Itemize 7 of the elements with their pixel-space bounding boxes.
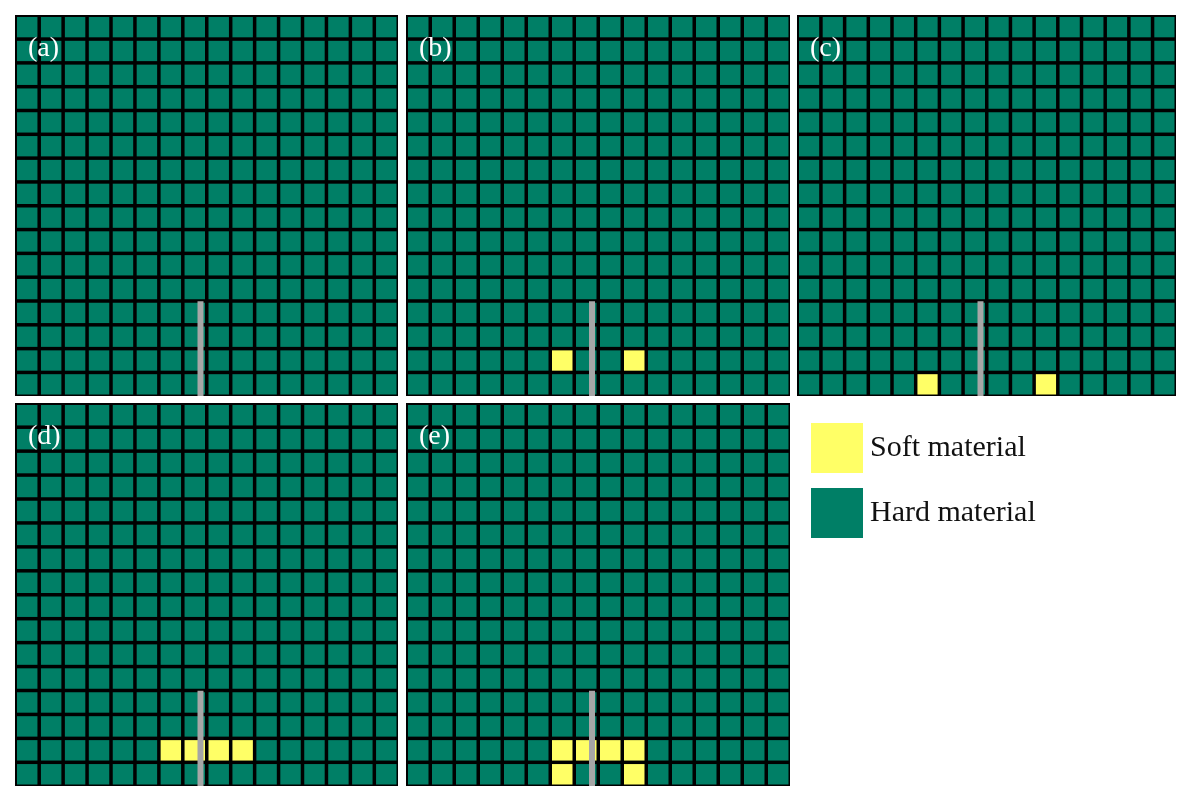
panel-label: (d) [28,421,61,449]
legend-label: Hard material [870,495,1036,527]
panel-label: (a) [28,33,60,61]
panel-label: (e) [419,421,451,449]
panel-label: (c) [810,33,842,61]
legend-label: Soft material [870,430,1026,462]
panel-label: (b) [419,33,452,61]
